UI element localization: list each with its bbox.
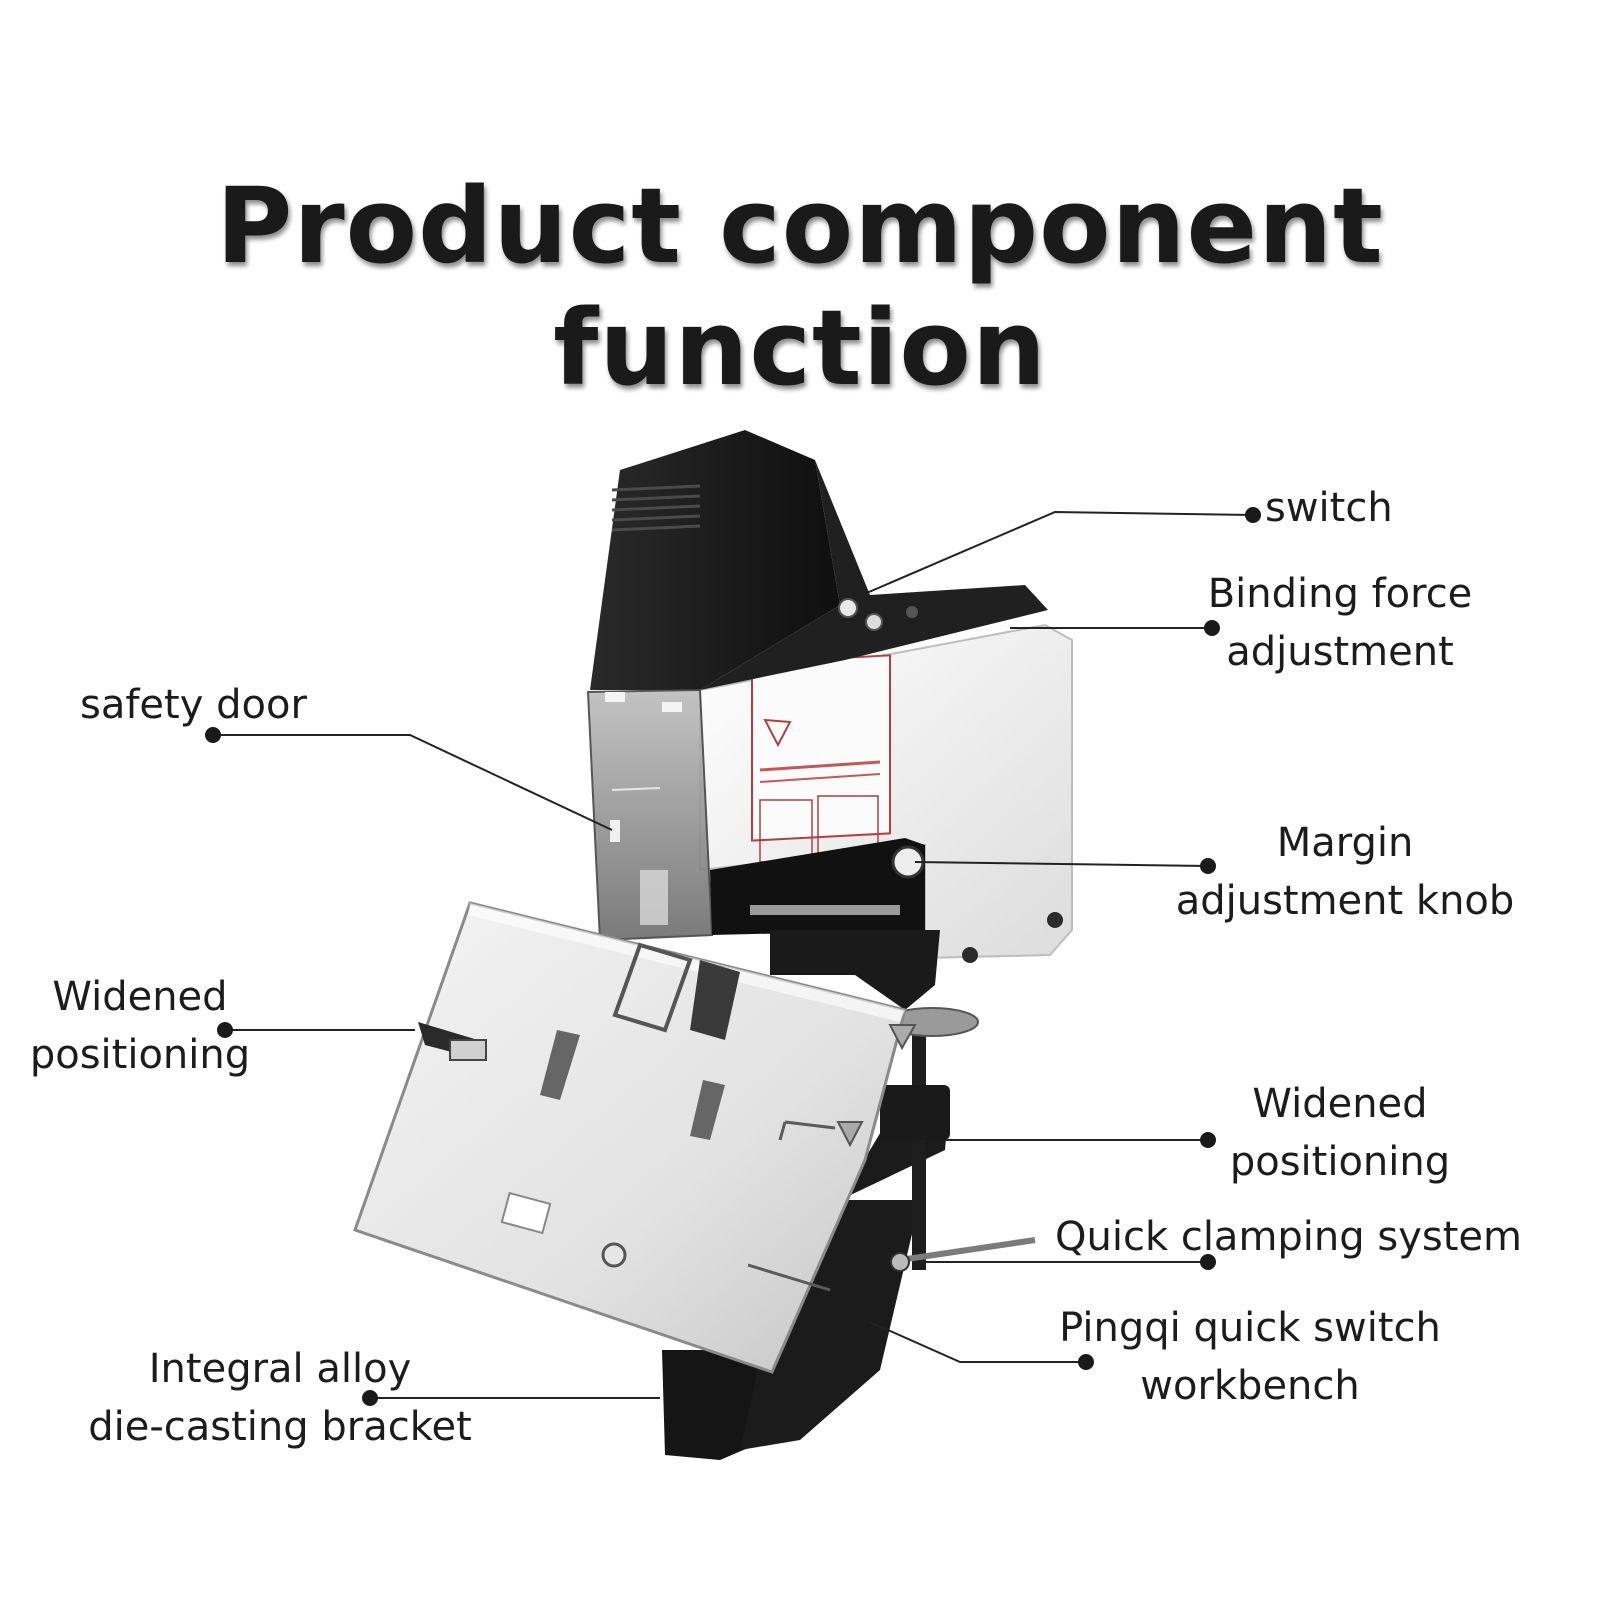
- label-pingqi: Pingqi quick switch workbench: [1059, 1305, 1441, 1409]
- widened-right-dot: [1200, 1132, 1216, 1148]
- label-switch: switch: [1265, 485, 1393, 531]
- label-dots: [205, 507, 1261, 1406]
- margin-knob-dot: [1200, 858, 1216, 874]
- bracket-dot: [362, 1390, 378, 1406]
- widened-left-dot: [217, 1022, 233, 1038]
- label-widened-right: Widened positioning: [1229, 1081, 1451, 1185]
- workbench-plate: [353, 901, 917, 1374]
- label-quick-clamping: Quick clamping system: [1055, 1214, 1522, 1260]
- safety-door: [586, 688, 714, 942]
- page-title: Product component function: [216, 165, 1384, 409]
- top-housing: [590, 430, 1048, 690]
- label-margin-knob: Margin adjustment knob: [1175, 820, 1515, 924]
- pingqi-dot: [1078, 1354, 1094, 1370]
- quick-clamping-dot: [1200, 1254, 1216, 1270]
- label-safety-door: safety door: [80, 682, 307, 728]
- switch-dot: [1245, 507, 1261, 523]
- safety-door-dot: [205, 727, 221, 743]
- label-binding-force: Binding force adjustment: [1207, 571, 1473, 675]
- label-widened-left: Widened positioning: [29, 974, 251, 1078]
- margin-knob-assembly: [710, 838, 940, 1010]
- binding-force-dot: [1204, 620, 1220, 636]
- stapler-body: [699, 623, 1073, 963]
- label-bracket: Integral alloy die-casting bracket: [88, 1346, 472, 1450]
- leader-lines: [213, 510, 1254, 1399]
